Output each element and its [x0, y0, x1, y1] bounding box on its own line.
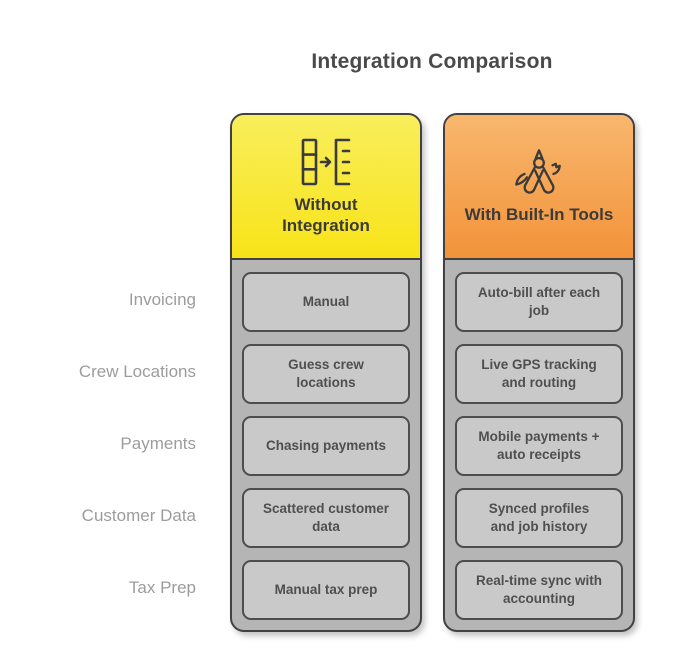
- cell-invoicing-with: Auto-bill after each job: [455, 272, 623, 332]
- column-header-with-built-in-tools: With Built-In Tools: [445, 115, 633, 260]
- cell-customer-data-with: Synced profiles and job history: [455, 488, 623, 548]
- cell-payments-with: Mobile payments + auto receipts: [455, 416, 623, 476]
- page-title: Integration Comparison: [311, 50, 553, 73]
- row-label-tax-prep: Tax Prep: [128, 578, 196, 597]
- column-header-label: With Built-In Tools: [464, 205, 614, 225]
- row-label-payments: Payments: [120, 434, 196, 453]
- swiss-army-knife-icon: [512, 147, 566, 199]
- column-header-without-integration: Without Integration: [232, 115, 420, 260]
- column-without-integration: Without Integration Manual Guess crew lo…: [230, 113, 422, 632]
- row-label-crew-locations: Crew Locations: [78, 362, 196, 381]
- table-to-list-transfer-icon: [299, 137, 353, 189]
- row-label-customer-data: Customer Data: [81, 506, 196, 525]
- column-header-label: Without Integration: [282, 194, 370, 235]
- cell-invoicing-without: Manual: [242, 272, 410, 332]
- row-label-invoicing: Invoicing: [128, 290, 196, 309]
- column-with-built-in-tools: With Built-In Tools Auto-bill after each…: [443, 113, 635, 632]
- cell-crew-locations-without: Guess crew locations: [242, 344, 410, 404]
- cell-tax-prep-without: Manual tax prep: [242, 560, 410, 620]
- column-body-without-integration: Manual Guess crew locations Chasing paym…: [232, 260, 420, 630]
- cell-payments-without: Chasing payments: [242, 416, 410, 476]
- column-body-with-built-in-tools: Auto-bill after each job Live GPS tracki…: [445, 260, 633, 630]
- cell-customer-data-without: Scattered customer data: [242, 488, 410, 548]
- cell-crew-locations-with: Live GPS tracking and routing: [455, 344, 623, 404]
- cell-tax-prep-with: Real-time sync with accounting: [455, 560, 623, 620]
